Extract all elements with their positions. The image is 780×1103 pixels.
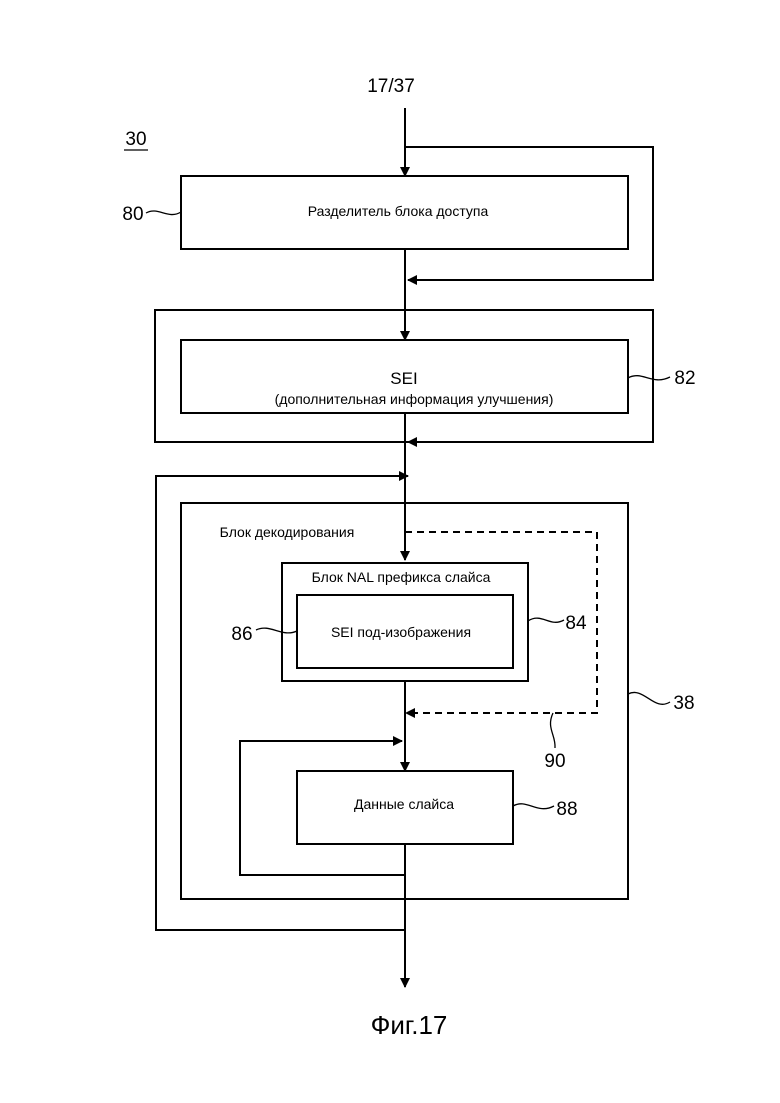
dashed-arrow-head xyxy=(405,708,415,718)
ref-84: 84 xyxy=(565,613,587,634)
ref-80: 80 xyxy=(122,204,143,225)
leader-84 xyxy=(528,618,564,622)
decoding-unit-label: Блок декодирования xyxy=(220,524,355,540)
ref-88: 88 xyxy=(556,799,577,820)
sub-picture-sei-label: SEI под-изображения xyxy=(331,624,471,640)
leader-38 xyxy=(628,692,670,704)
ref-82: 82 xyxy=(674,368,695,389)
ref-90: 90 xyxy=(544,751,565,772)
slice-data-label: Данные слайса xyxy=(354,796,454,812)
ref-30: 30 xyxy=(125,129,146,150)
ref-38: 38 xyxy=(673,693,694,714)
ref-86: 86 xyxy=(231,624,252,645)
leader-80 xyxy=(146,211,181,215)
figure-caption: Фиг.17 xyxy=(371,1010,448,1040)
slice-prefix-nal-label: Блок NAL префикса слайса xyxy=(312,569,491,585)
leader-90 xyxy=(550,713,555,748)
access-unit-splitter-label: Разделитель блока доступа xyxy=(308,203,489,219)
input-label: 17/37 xyxy=(367,76,415,97)
sei-label-line1: SEI xyxy=(390,369,417,388)
sei-label-line2: (дополнительная информация улучшения) xyxy=(275,391,554,407)
bypass-decoding xyxy=(156,476,408,930)
leader-82 xyxy=(628,376,670,380)
leader-88 xyxy=(513,804,554,809)
